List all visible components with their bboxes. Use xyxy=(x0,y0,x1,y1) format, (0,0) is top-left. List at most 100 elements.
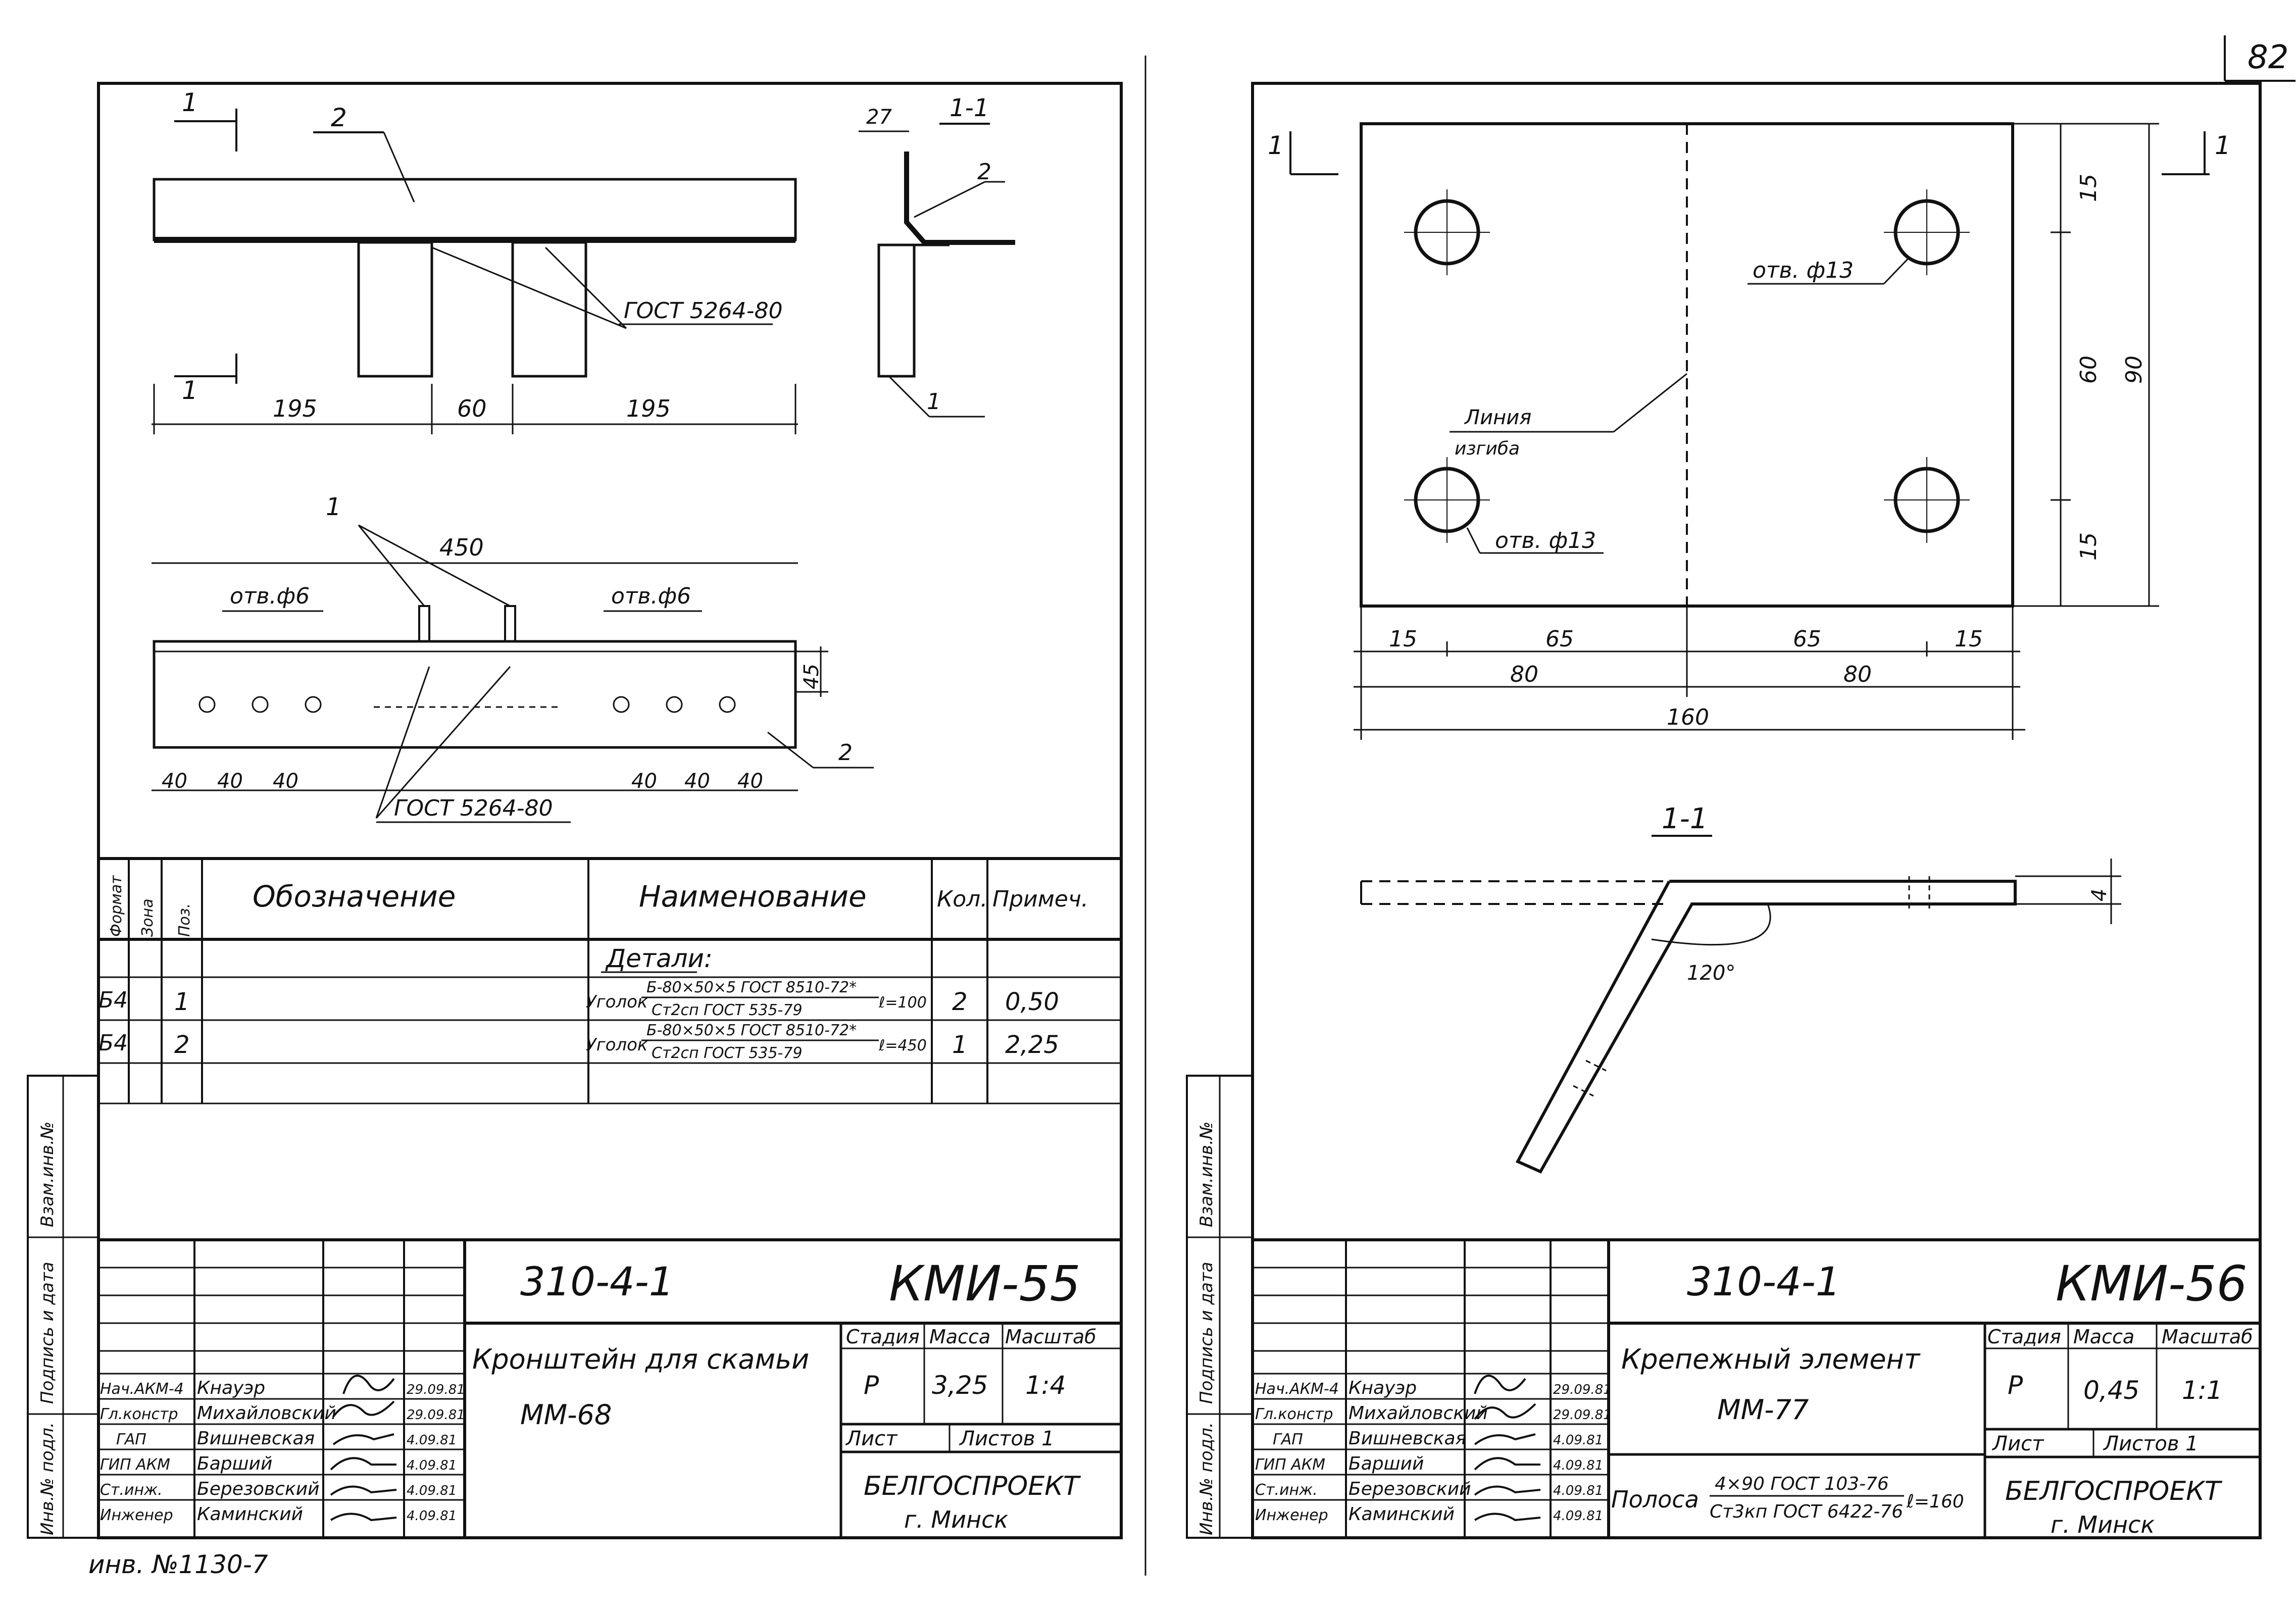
bend-angle: 120° xyxy=(1687,962,1735,985)
weld-note-top: ГОСТ 5264-80 xyxy=(624,298,783,324)
spec-header-format: Формат xyxy=(108,875,125,937)
signatures xyxy=(330,1375,397,1522)
staff-date: 29.09.81 xyxy=(407,1407,465,1423)
bracket-front-view: 1 2 ГОСТ 5264-80 1 195 60 195 xyxy=(152,88,798,434)
title-block-left: 310-4-1 КМИ-55 Кронштейн для скамьи ММ-6… xyxy=(98,1238,1121,1538)
staff-name: Михайловский xyxy=(197,1403,336,1424)
hole-label-top: отв. ф13 xyxy=(1753,258,1854,283)
sheet-label: Лист xyxy=(845,1427,898,1450)
dim-80: 80 xyxy=(1510,662,1538,687)
staff-name: Кнауэр xyxy=(197,1378,265,1398)
material-top: 4×90 ГОСТ 103-76 xyxy=(1715,1474,1889,1494)
staff-name: Каминский xyxy=(1349,1504,1455,1525)
dim-15-top: 15 xyxy=(2076,174,2102,202)
spec-header-pos: Поз. xyxy=(176,903,193,937)
staff-role: Инженер xyxy=(100,1506,173,1524)
staff-date: 4.09.81 xyxy=(1553,1458,1603,1473)
dim-40: 40 xyxy=(737,770,763,793)
dim-4: 4 xyxy=(2088,889,2111,901)
bend-label-bottom: изгиба xyxy=(1455,438,1520,459)
dim-450: 450 xyxy=(439,534,484,561)
spec-length: ℓ=100 xyxy=(878,994,927,1012)
plate-view: 1 1 отв. ф13 xyxy=(1268,122,2231,740)
plan-pos-2: 2 xyxy=(838,740,853,766)
side-label-replace: Взам.инв.№ xyxy=(37,1122,58,1227)
drawing-title: Кронштейн для скамьи xyxy=(472,1343,809,1375)
spec-header-name: Наименование xyxy=(639,879,867,914)
dim-60: 60 xyxy=(2076,356,2102,384)
dim-27: 27 xyxy=(866,106,892,129)
staff-date: 4.09.81 xyxy=(407,1508,457,1524)
org-name: БЕЛГОСПРОЕКТ xyxy=(864,1471,1081,1501)
section-pos-1: 1 xyxy=(927,389,941,415)
staff-name: Барший xyxy=(1349,1453,1424,1474)
holes-label-left: отв.ф6 xyxy=(230,583,310,609)
spec-name-prefix: Уголок xyxy=(586,1035,648,1055)
doc-code: 310-4-1 xyxy=(1687,1260,1840,1305)
hole-row xyxy=(198,696,736,713)
sheet-code: КМИ-55 xyxy=(889,1255,1081,1312)
org-city: г. Минск xyxy=(2051,1511,2155,1538)
material-length: ℓ=160 xyxy=(1906,1491,1964,1512)
staff-list: Нач.АКМ-4 Кнауэр 29.09.81 Гл.констр Миха… xyxy=(1255,1378,1612,1525)
dim-15: 15 xyxy=(1955,626,1983,652)
staff-role: ГИП АКМ xyxy=(1255,1456,1325,1474)
signatures xyxy=(1474,1375,1541,1522)
pos-2-label: 2 xyxy=(331,103,347,132)
scale-label: Масштаб xyxy=(1005,1326,1096,1348)
section-pos-2: 2 xyxy=(977,159,991,185)
dim-15-bottom: 15 xyxy=(2076,532,2102,561)
mass-value: 0,45 xyxy=(2083,1376,2139,1405)
staff-role: Гл.констр xyxy=(1255,1405,1333,1423)
stage-value: Р xyxy=(864,1371,879,1400)
sheets-label: Листов 1 xyxy=(959,1427,1055,1450)
staff-name: Михайловский xyxy=(1349,1403,1488,1424)
view-marker: 1 xyxy=(1268,131,1284,160)
staff-name: Березовский xyxy=(1349,1479,1471,1499)
spec-pos: 1 xyxy=(174,988,190,1016)
staff-role: Ст.инж. xyxy=(1255,1481,1318,1499)
spec-name-prefix: Уголок xyxy=(586,992,648,1012)
plate-section-1-1: 1-1 120° 4 xyxy=(1360,802,2121,1174)
dim-15: 15 xyxy=(1389,626,1417,652)
scale-value: 1:4 xyxy=(1025,1371,1066,1400)
staff-role: ГАП xyxy=(116,1431,146,1448)
plan-pos-1: 1 xyxy=(326,493,341,521)
dim-40: 40 xyxy=(684,770,710,793)
spec-name-top: Б-80×50×5 ГОСТ 8510-72* xyxy=(646,1022,857,1039)
left-sheet: Взам.инв.№ Подпись и дата Инв.№ подл. 1 … xyxy=(27,82,1123,1579)
mass-value: 3,25 xyxy=(932,1371,988,1400)
staff-date: 4.09.81 xyxy=(1553,1433,1603,1448)
dim-80: 80 xyxy=(1843,662,1872,687)
side-label-replace: Взам.инв.№ xyxy=(1196,1122,1217,1227)
staff-date: 4.09.81 xyxy=(1553,1508,1603,1524)
drawing-subtitle: ММ-77 xyxy=(1717,1394,1809,1426)
dim-65: 65 xyxy=(1545,626,1574,652)
staff-date: 4.09.81 xyxy=(407,1483,457,1498)
spec-format: Б4 xyxy=(98,987,128,1013)
spec-format: Б4 xyxy=(98,1030,128,1056)
dim-40: 40 xyxy=(217,770,243,793)
staff-role: Ст.инж. xyxy=(100,1481,163,1499)
material-bottom: Ст3кп ГОСТ 6422-76 xyxy=(1710,1501,1903,1522)
right-side-column: Взам.инв.№ Подпись и дата Инв.№ подл. xyxy=(1186,1075,1254,1539)
staff-date: 29.09.81 xyxy=(407,1382,465,1397)
dim-160: 160 xyxy=(1667,704,1709,730)
side-label-signature: Подпись и дата xyxy=(1196,1262,1217,1404)
drawing-subtitle: ММ-68 xyxy=(520,1399,612,1431)
spec-qty: 2 xyxy=(952,988,968,1016)
spec-header-qty: Кол. xyxy=(937,886,987,912)
staff-date: 4.09.81 xyxy=(1553,1483,1603,1498)
page-number: 82 xyxy=(2248,39,2288,76)
dim-40: 40 xyxy=(273,770,298,793)
spec-header-designation: Обозначение xyxy=(253,879,456,914)
dim-40: 40 xyxy=(162,770,187,793)
staff-role: ГИП АКМ xyxy=(100,1456,170,1474)
bend-label-top: Линия xyxy=(1464,406,1531,429)
dim-90: 90 xyxy=(2121,356,2147,384)
scale-label: Масштаб xyxy=(2162,1326,2253,1348)
mass-label: Масса xyxy=(2073,1326,2134,1348)
stage-label: Стадия xyxy=(846,1326,920,1348)
sheet-label: Лист xyxy=(1991,1432,2044,1455)
spec-row: Б4 2 Уголок Б-80×50×5 ГОСТ 8510-72* Ст2с… xyxy=(98,1022,1059,1062)
